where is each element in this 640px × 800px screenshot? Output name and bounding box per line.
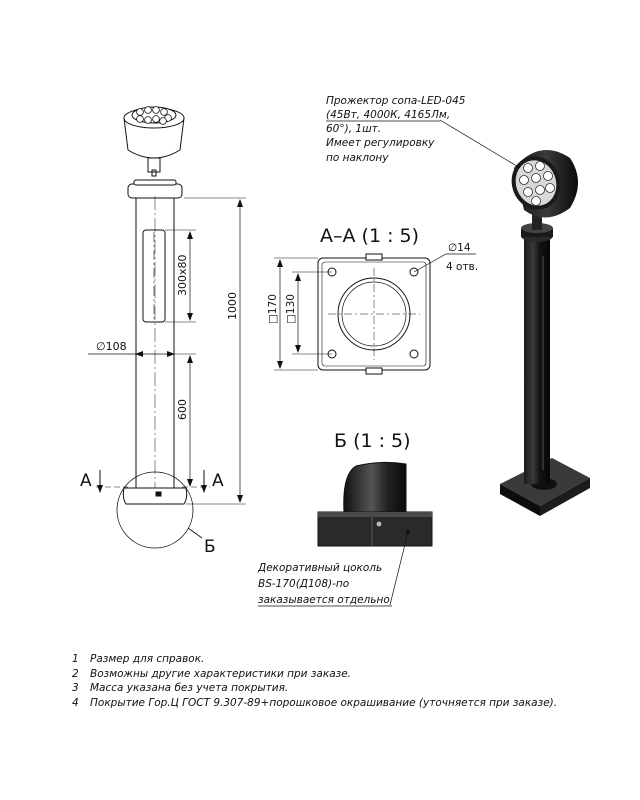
- dim-window-size: 300х80: [176, 254, 189, 296]
- section-mark-right: А: [212, 471, 224, 491]
- section-aa-marker: [96, 470, 210, 493]
- detail-b-title: Б (1 : 5): [334, 430, 411, 452]
- detail-b-base: [317, 511, 433, 547]
- lamp-head-elevation: [123, 106, 185, 177]
- isometric-view: [439, 119, 590, 516]
- drawing-notes: 1 Размер для справок. 2 Возможны другие ха…: [72, 652, 632, 710]
- iso-pole: [524, 236, 550, 484]
- dim-plate-outer: □170: [267, 294, 279, 324]
- detail-b-view: [317, 461, 433, 606]
- note-item: 1 Размер для справок.: [72, 652, 632, 667]
- section-aa-view: [274, 253, 476, 375]
- note-item: 2 Возможны другие характеристики при зака…: [72, 667, 632, 682]
- iso-projector-head: [511, 150, 578, 218]
- note-number: 4: [72, 696, 79, 709]
- section-aa-title: А–А (1 : 5): [320, 225, 419, 247]
- base-callout-line-1: Декоративный цоколь: [257, 562, 382, 574]
- note-text: Покрытие Гор.Ц ГОСТ 9.307-89+порошковое …: [90, 696, 558, 709]
- dim-total-height: 1000: [226, 292, 239, 320]
- base-callout-line-2: BS-170(Д108)-по: [258, 578, 349, 590]
- dim-tube-diameter: ∅108: [96, 340, 127, 353]
- projector-callout-line-5: по наклону: [326, 152, 389, 164]
- detail-b-tube: [343, 461, 407, 513]
- base-callout-line-3: заказывается отдельно: [258, 594, 390, 606]
- base-callout: Декоративный цоколь BS-170(Д108)-по зака…: [257, 562, 392, 607]
- note-item: 3 Масса указана без учета покрытия.: [72, 681, 632, 696]
- projector-callout-line-1: Прожектор сопа-LED-045: [326, 95, 466, 107]
- detail-mark-b: Б: [204, 537, 216, 557]
- note-number: 3: [72, 682, 79, 694]
- pole-top-cap: [127, 183, 183, 199]
- dim-plate-inner: □130: [285, 294, 297, 324]
- projector-callout-line-2: (45Вт, 4000К, 4165Лм,: [326, 109, 450, 121]
- projector-callout: Прожектор сопа-LED-045 (45Вт, 4000К, 416…: [326, 95, 466, 164]
- dim-lower-height: 600: [176, 399, 189, 420]
- dim-hole-count: 4 отв.: [446, 261, 478, 273]
- front-elevation: [88, 106, 246, 549]
- note-item: 4 Покрытие Гор.Ц ГОСТ 9.307-89+порошковое…: [72, 696, 632, 711]
- section-mark-left: А: [80, 471, 92, 491]
- projector-callout-line-4: Имеет регулировку: [326, 137, 435, 149]
- pole-base: [122, 487, 188, 505]
- dim-hole-diameter: ∅14: [448, 242, 471, 254]
- note-number: 2: [72, 667, 79, 680]
- note-number: 1: [72, 653, 79, 665]
- note-text: Возможны другие характеристики при заказ…: [90, 667, 352, 680]
- note-text: Размер для справок.: [90, 653, 205, 665]
- note-text: Масса указана без учета покрытия.: [90, 682, 289, 694]
- detail-circle-b: [116, 471, 194, 549]
- projector-callout-line-3: 60°), 1шт.: [326, 123, 381, 135]
